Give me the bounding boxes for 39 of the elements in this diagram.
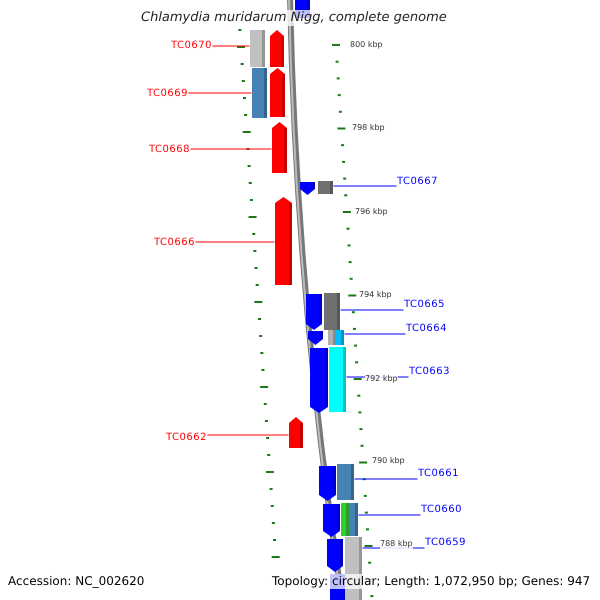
leader-line [190, 148, 272, 150]
gene-feature [252, 68, 267, 118]
leader-line [354, 478, 418, 480]
scale-label: 792 kbp [365, 374, 398, 384]
gene-label: TC0660 [421, 504, 462, 516]
gene-label: TC0666 [154, 237, 195, 249]
scale-label: 788 kbp [380, 539, 413, 549]
gene-label: TC0661 [418, 468, 459, 480]
gene-feature [336, 330, 344, 345]
gene-label: TC0668 [149, 144, 190, 156]
scale-label: 790 kbp [372, 456, 405, 466]
gene-feature [250, 30, 265, 67]
info-text: Topology: circular; Length: 1,072,950 bp; Genes: 947 [272, 574, 590, 589]
gene-feature [349, 503, 358, 536]
leader-line [358, 514, 421, 516]
gene-label: TC0663 [409, 366, 450, 378]
leader-line [188, 92, 252, 94]
gene-feature [289, 417, 303, 448]
gene-label: TC0670 [171, 40, 212, 52]
gene-label: TC0665 [404, 299, 445, 311]
scale-label: 800 kbp [350, 40, 383, 50]
gene-label: TC0667 [397, 176, 438, 188]
scale-label: 796 kbp [355, 207, 388, 217]
gene-label: TC0659 [425, 537, 466, 549]
gene-feature [270, 68, 285, 117]
gene-label: TC0662 [166, 432, 207, 444]
gene-feature [318, 181, 333, 194]
leader-line [206, 434, 289, 436]
gene-feature [337, 464, 354, 500]
gene-label: TC0669 [147, 88, 188, 100]
info-text: Accession: NC_002620 [8, 574, 144, 589]
gene-feature [272, 122, 287, 173]
gene-label: TC0664 [406, 323, 447, 335]
scale-label: 798 kbp [352, 123, 385, 133]
gene-feature [324, 293, 340, 330]
map-title: Chlamydia muridarum Nigg, complete genome [141, 10, 447, 26]
gene-feature [275, 197, 292, 285]
scale-label: 794 kbp [359, 290, 392, 300]
gene-feature [329, 347, 346, 412]
